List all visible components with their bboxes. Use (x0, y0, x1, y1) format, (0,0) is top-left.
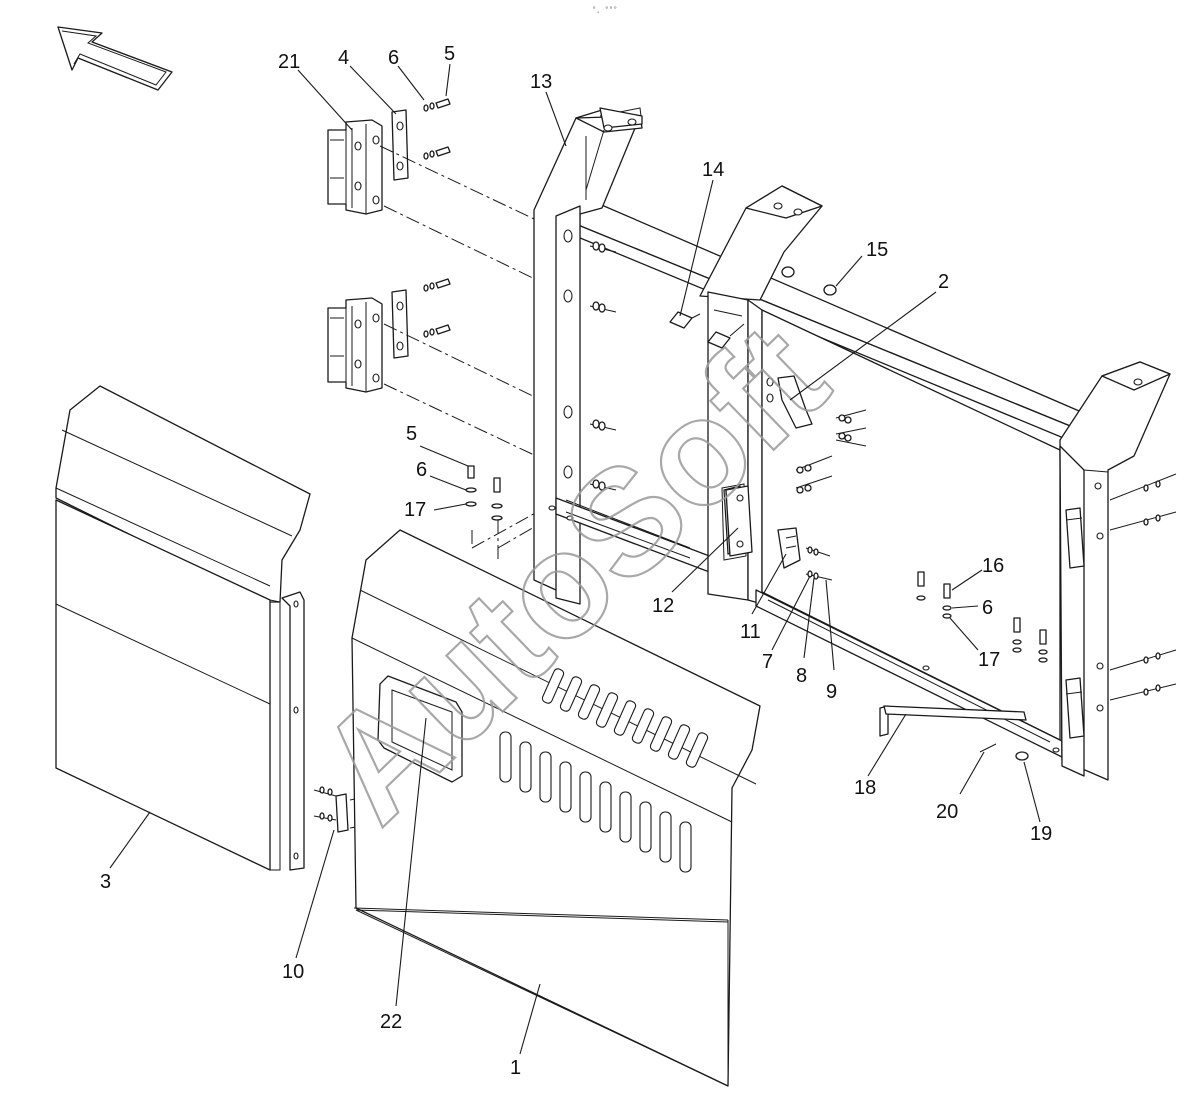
bracket-2 (766, 375, 867, 447)
rod-18 (879, 705, 1027, 737)
nut-15 (781, 266, 837, 296)
vent-slots-top (541, 668, 709, 768)
direction-arrow-icon (57, 26, 173, 91)
callout-4: 4 (338, 47, 349, 69)
top-mark: ᵒ˳ ᵒᵒᵒ (592, 5, 617, 13)
vent-slots-lower (499, 731, 692, 873)
front-panel-1 (351, 529, 761, 1087)
callout-11: 11 (740, 621, 761, 643)
callout-16: 16 (982, 555, 1004, 577)
bolts-middle (795, 455, 833, 494)
callout-8: 8 (796, 665, 807, 687)
callout-18: 18 (854, 777, 876, 799)
callout-21: 21 (278, 51, 300, 73)
callout-10: 10 (282, 961, 304, 983)
side-panel-3 (55, 385, 311, 871)
plate-4-lower (391, 289, 409, 359)
callout-7: 7 (762, 651, 773, 673)
bolts-7-8-9 (805, 546, 833, 581)
plate-10 (313, 786, 363, 833)
hinge-21-lower (327, 297, 383, 393)
callout-5: 5 (444, 43, 455, 65)
plate-4-upper (391, 109, 409, 181)
leader-lines (109, 63, 1041, 1055)
callout-6-right: 6 (982, 597, 993, 619)
callout-2: 2 (938, 271, 949, 293)
callout-13: 13 (530, 71, 552, 93)
callout-labels: 21 4 6 5 13 14 15 2 5 6 17 12 11 7 8 9 1… (100, 43, 1052, 1079)
callout-6: 6 (388, 47, 399, 69)
callout-14: 14 (702, 159, 724, 181)
callout-20: 20 (936, 801, 958, 823)
bolts-5-6-17-left (465, 465, 503, 521)
callout-17-right: 17 (978, 649, 1000, 671)
callout-17: 17 (404, 499, 426, 521)
callout-15: 15 (866, 239, 888, 261)
callout-19: 19 (1030, 823, 1052, 845)
callout-22: 22 (380, 1011, 402, 1033)
latch-12 (725, 485, 753, 557)
callout-9: 9 (826, 681, 837, 703)
pin-20 (979, 743, 997, 753)
stud-14 (669, 311, 745, 349)
bolts-right-post (1109, 473, 1177, 701)
callout-6-lower: 6 (416, 459, 427, 481)
washer-19 (1015, 751, 1029, 761)
bolts-lower-hinge (423, 278, 451, 338)
callout-12: 12 (652, 595, 674, 617)
callout-5-lower: 5 (406, 423, 417, 445)
hinge-21-upper (327, 119, 383, 215)
bolts-16-6-17-right (916, 571, 1048, 663)
callout-3: 3 (100, 871, 111, 893)
callout-1: 1 (510, 1057, 521, 1079)
bolts-5-6-upper (423, 98, 451, 160)
